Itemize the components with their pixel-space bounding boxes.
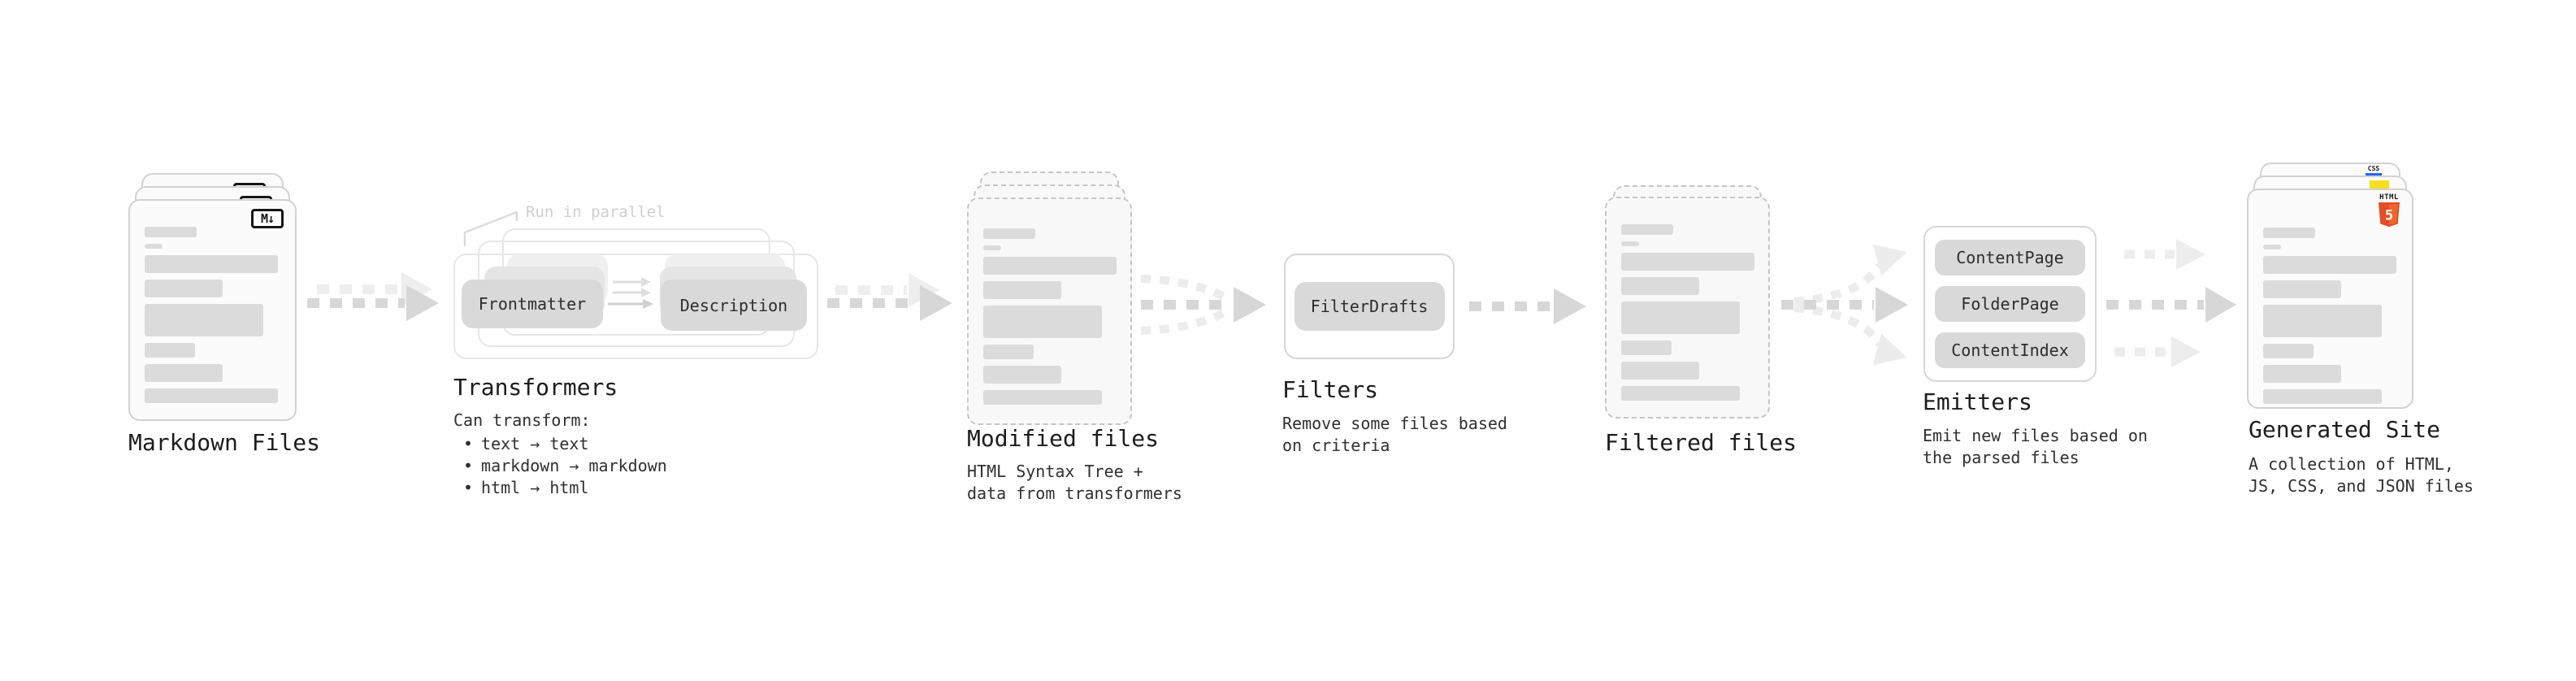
list-item: text → text xyxy=(453,433,667,455)
stage-title-filters: Filters xyxy=(1282,376,1379,403)
emitter-pill-folderpage: FolderPage xyxy=(1935,286,2085,322)
text-placeholder-bar xyxy=(1621,277,1699,295)
stage-title-filtered-files: Filtered files xyxy=(1605,429,1798,456)
text-placeholder-bar xyxy=(983,366,1061,384)
modified-files-desc: HTML Syntax Tree + data from transformer… xyxy=(967,462,1182,503)
stage-title-markdown-files: Markdown Files xyxy=(128,429,321,456)
text-placeholder-bar xyxy=(983,306,1102,338)
text-placeholder-bar xyxy=(145,364,223,382)
text-placeholder-bar xyxy=(983,245,1001,250)
pill-label: Frontmatter xyxy=(478,294,587,314)
transformer-pill-description: Description xyxy=(661,280,807,331)
text-placeholder-bar xyxy=(2263,305,2382,337)
filters-box: FilterDrafts xyxy=(1284,254,1455,359)
flow-arrow-transformers-to-modified xyxy=(827,273,952,321)
filtered-file-card-front xyxy=(1605,197,1770,419)
text-placeholder-bar xyxy=(2263,365,2341,383)
flow-arrow-filters-to-filtered xyxy=(1469,288,1586,324)
html5-icon-label: HTML xyxy=(2379,193,2399,202)
text-placeholder-bar xyxy=(145,244,163,249)
text-placeholder-bar xyxy=(2263,256,2396,274)
transformer-pill-frontmatter: Frontmatter xyxy=(462,280,603,328)
text-placeholder-bar xyxy=(2263,228,2315,238)
text-placeholder-bar xyxy=(2263,389,2382,404)
pill-label: ContentIndex xyxy=(1951,340,2069,360)
flow-arrow-filtered-to-emitters xyxy=(1781,244,1908,366)
text-placeholder-bar xyxy=(145,227,197,237)
text-placeholder-bar xyxy=(1621,362,1699,380)
emitters-box: ContentPage FolderPage ContentIndex xyxy=(1923,226,2097,382)
text-placeholder-bar xyxy=(983,228,1035,239)
javascript-icon xyxy=(2370,180,2389,191)
emitters-desc: Emit new files based on the parsed files xyxy=(1923,426,2148,467)
transformer-run-box-front xyxy=(453,254,818,359)
text-placeholder-bar xyxy=(1621,386,1740,401)
text-placeholder-bar xyxy=(1621,253,1754,271)
text-placeholder-bar xyxy=(1621,241,1639,246)
text-placeholder-bar xyxy=(2263,245,2281,249)
flow-arrow-modified-to-filters xyxy=(1140,275,1266,335)
text-placeholder-bar xyxy=(983,390,1102,405)
svg-text:5: 5 xyxy=(2385,208,2393,224)
run-in-parallel-note: Run in parallel xyxy=(526,203,666,221)
text-placeholder-bar xyxy=(1621,224,1673,235)
pill-label: FilterDrafts xyxy=(1310,297,1429,316)
text-placeholder-bar xyxy=(145,280,223,297)
css-icon-label: CSS xyxy=(2367,165,2380,172)
markdown-icon: M↓ xyxy=(251,209,284,228)
generated-file-card-html: HTML 5 xyxy=(2247,189,2413,409)
css-icon-bar xyxy=(2366,173,2382,176)
text-placeholder-bar xyxy=(145,304,263,336)
list-item: html → html xyxy=(453,477,667,499)
document-placeholder-text xyxy=(130,201,295,403)
pill-label: FolderPage xyxy=(1961,294,2059,314)
text-placeholder-bar xyxy=(2263,344,2314,358)
modified-file-card-front xyxy=(967,197,1132,425)
generated-site-desc: A collection of HTML, JS, CSS, and JSON … xyxy=(2249,454,2474,496)
document-placeholder-text xyxy=(1607,198,1768,401)
pill-label: Description xyxy=(679,295,788,315)
text-placeholder-bar xyxy=(983,257,1117,275)
transformers-desc-title: Can transform: xyxy=(453,410,591,430)
list-item: markdown → markdown xyxy=(453,455,667,477)
stage-title-generated-site: Generated Site xyxy=(2249,416,2441,443)
pill-label: ContentPage xyxy=(1956,248,2064,267)
flow-arrow-markdown-to-transformers xyxy=(307,272,439,321)
text-placeholder-bar xyxy=(983,345,1034,359)
stage-title-modified-files: Modified files xyxy=(967,425,1160,452)
flow-arrow-emitters-to-generated xyxy=(2106,239,2236,367)
html5-shield: 5 xyxy=(2379,202,2400,227)
emitter-pill-contentindex: ContentIndex xyxy=(1935,332,2085,368)
filter-pill-filterdrafts: FilterDrafts xyxy=(1294,282,1445,331)
text-placeholder-bar xyxy=(983,281,1061,299)
transform-capabilities-list: text → text markdown → markdown html → h… xyxy=(453,433,667,499)
html5-icon: HTML 5 xyxy=(2377,193,2401,227)
emitter-pill-contentpage: ContentPage xyxy=(1935,240,2085,275)
document-placeholder-text xyxy=(969,199,1130,405)
stage-title-transformers: Transformers xyxy=(453,374,618,401)
css-icon: CSS xyxy=(2365,166,2383,176)
text-placeholder-bar xyxy=(145,388,278,403)
text-placeholder-bar xyxy=(145,255,278,273)
filters-desc: Remove some files based on criteria xyxy=(1282,414,1507,455)
text-placeholder-bar xyxy=(2263,280,2341,298)
text-placeholder-bar xyxy=(1621,340,1672,355)
document-placeholder-text xyxy=(2249,190,2412,404)
text-placeholder-bar xyxy=(145,343,195,358)
text-placeholder-bar xyxy=(1621,301,1740,334)
markdown-icon-label: M↓ xyxy=(260,211,275,226)
stage-title-emitters: Emitters xyxy=(1923,388,2032,415)
markdown-file-card-front: M↓ xyxy=(128,199,297,421)
